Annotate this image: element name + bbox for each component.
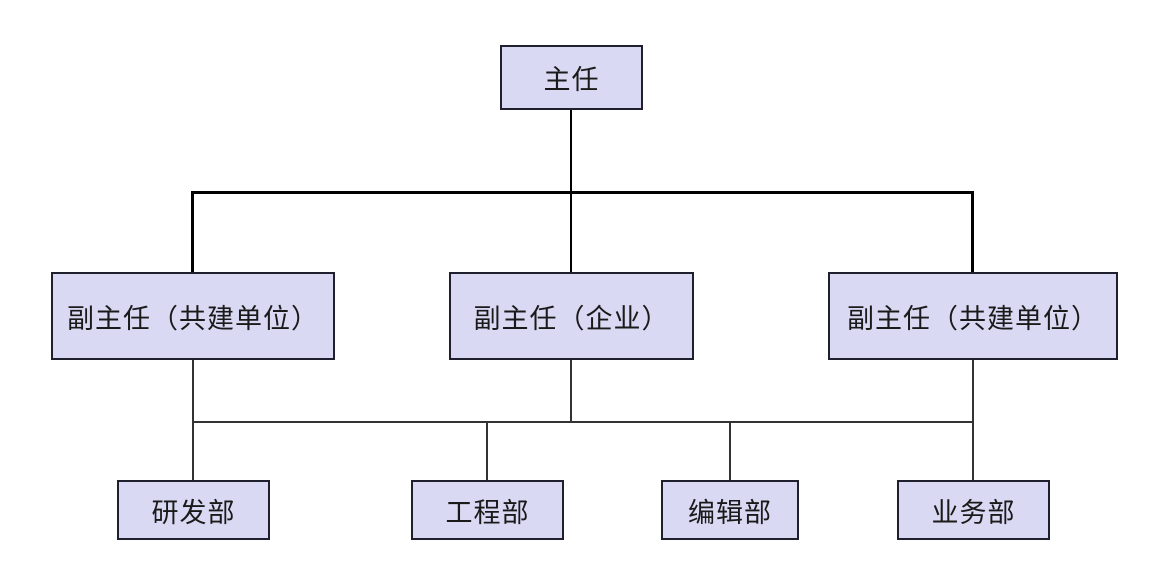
node-dept-research: 研发部 [117, 480, 270, 540]
connector-level1-horizontal [191, 191, 974, 194]
connector-deputy1-down [192, 360, 194, 422]
node-deputy-coconstruction-left: 副主任（共建单位） [51, 272, 335, 360]
connector-deputy2-down [570, 360, 572, 422]
connector-root-stem [570, 110, 572, 193]
node-dept-engineering: 工程部 [411, 480, 564, 540]
connector-level1-drop-right [971, 193, 974, 272]
connector-level2-horizontal [192, 421, 974, 423]
connector-level1-drop-center [570, 194, 572, 272]
connector-dept3-drop [729, 423, 731, 480]
node-deputy-coconstruction-right: 副主任（共建单位） [828, 272, 1118, 360]
node-dept-business: 业务部 [897, 480, 1050, 540]
node-director: 主任 [500, 45, 643, 110]
connector-dept4-drop [972, 423, 974, 480]
connector-level1-drop-left [191, 193, 194, 272]
node-deputy-enterprise: 副主任（企业） [449, 272, 694, 360]
connector-dept1-drop [192, 423, 194, 480]
connector-dept2-drop [486, 423, 488, 480]
connector-deputy3-down [972, 360, 974, 422]
node-dept-editorial: 编辑部 [661, 480, 799, 540]
